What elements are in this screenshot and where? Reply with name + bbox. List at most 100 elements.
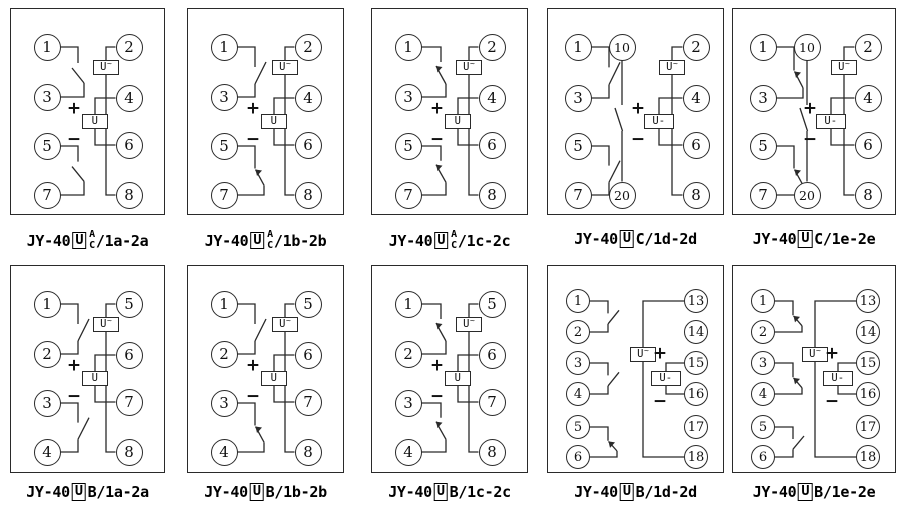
terminal-1: 1 [749, 33, 777, 61]
caption-series: B [635, 483, 645, 501]
terminal-3: 3 [210, 83, 238, 111]
caption-boxed-u: U [71, 483, 87, 501]
coil-label-sup: ~ [286, 59, 291, 68]
coil-label: U [809, 347, 816, 360]
contact-switch [775, 300, 803, 333]
terminal-5: 5 [33, 132, 61, 160]
terminal-3: 3 [394, 389, 422, 417]
terminal-14: 14 [684, 320, 708, 344]
terminal-8: 8 [294, 438, 322, 466]
caption-series: B [449, 483, 459, 501]
coil-label: U [91, 115, 98, 128]
coil-label: U- [831, 372, 845, 385]
terminal-4: 4 [33, 438, 61, 466]
caption-boxed-u: U [797, 483, 813, 501]
coil-label: U [637, 347, 644, 360]
terminal-2: 2 [294, 33, 322, 61]
u-dc-coil-box: U- [651, 371, 681, 386]
u-ac-coil-box: U~ [272, 59, 298, 75]
terminal-4: 4 [210, 438, 238, 466]
terminal-6: 6 [294, 341, 322, 369]
contact-switch [590, 426, 618, 458]
terminal-2: 2 [478, 33, 506, 61]
coil-label: U [270, 115, 277, 128]
terminal-8: 8 [478, 181, 506, 209]
terminal-13: 13 [684, 289, 708, 313]
terminal-7: 7 [115, 388, 143, 416]
terminal-2: 2 [115, 33, 143, 61]
coil-label: U [463, 317, 470, 330]
caption-prefix: JY-40 [388, 483, 432, 501]
caption-boxed-u: U [71, 231, 87, 250]
terminal-7: 7 [749, 181, 777, 209]
terminal-4: 4 [394, 438, 422, 466]
terminal-1: 1 [394, 33, 422, 61]
coil-label: U [279, 60, 286, 73]
caption-series: C [635, 230, 645, 248]
terminal-8: 8 [854, 181, 882, 209]
caption-boxed-u: U [619, 230, 635, 248]
caption-suffix: /1e-2e [822, 230, 876, 248]
minus-sign: − [66, 129, 82, 150]
plus-sign: + [245, 98, 261, 119]
coil-label: U [454, 115, 461, 128]
terminal-2: 2 [33, 340, 61, 368]
terminal-3: 3 [566, 351, 590, 375]
terminal-3: 3 [210, 389, 238, 417]
u-dc-coil-box: U [445, 371, 471, 386]
caption-stack-top: A [451, 229, 457, 240]
u-ac-coil-box: U~ [93, 59, 119, 75]
terminal-18: 18 [684, 445, 708, 469]
terminal-4: 4 [751, 382, 775, 406]
terminal-8: 8 [115, 181, 143, 209]
terminal-8: 8 [115, 438, 143, 466]
caption-stack-bottom: C [89, 239, 95, 251]
caption-suffix: /1c-2c [457, 231, 511, 250]
caption-suffix: /1c-2c [458, 483, 511, 501]
caption-stack-top: A [89, 229, 95, 240]
contact-switch [590, 300, 620, 333]
caption-suffix: /1e-2e [822, 483, 876, 501]
terminal-5: 5 [564, 132, 592, 160]
caption-prefix: JY-40 [26, 483, 70, 501]
minus-sign: − [802, 129, 818, 150]
terminal-1: 1 [210, 33, 238, 61]
contact-switch [776, 46, 804, 99]
caption-prefix: JY-40 [574, 230, 618, 248]
coil-label-sup: ~ [286, 316, 291, 325]
contact-switch [60, 46, 85, 98]
terminal-10: 10 [608, 33, 636, 61]
coil-label: U [270, 372, 277, 385]
caption-prefix: JY-40 [752, 483, 797, 501]
terminal-3: 3 [751, 351, 775, 375]
terminal-10: 10 [793, 33, 821, 61]
coil-label: U [100, 317, 107, 330]
minus-sign: − [245, 386, 261, 407]
coil-label: U [838, 60, 845, 73]
u-dc-coil-box: U [82, 371, 108, 386]
terminal-5: 5 [478, 290, 506, 318]
minus-sign: − [429, 386, 445, 407]
coil-label-sup: ~ [107, 59, 112, 68]
terminal-7: 7 [210, 181, 238, 209]
caption-suffix: /1d-2d [644, 483, 697, 501]
terminal-4: 4 [854, 84, 882, 112]
coil-label-sup: ~ [644, 346, 649, 355]
terminal-5: 5 [394, 132, 422, 160]
terminal-6: 6 [478, 131, 506, 159]
u-dc-coil-box: U- [644, 114, 674, 129]
terminal-2: 2 [682, 33, 710, 61]
terminal-6: 6 [751, 445, 775, 469]
caption-boxed-u: U [249, 231, 265, 250]
terminal-20: 20 [608, 181, 636, 209]
caption-series: C [814, 230, 823, 248]
terminal-4: 4 [115, 84, 143, 112]
caption-boxed-u: U [619, 483, 635, 501]
